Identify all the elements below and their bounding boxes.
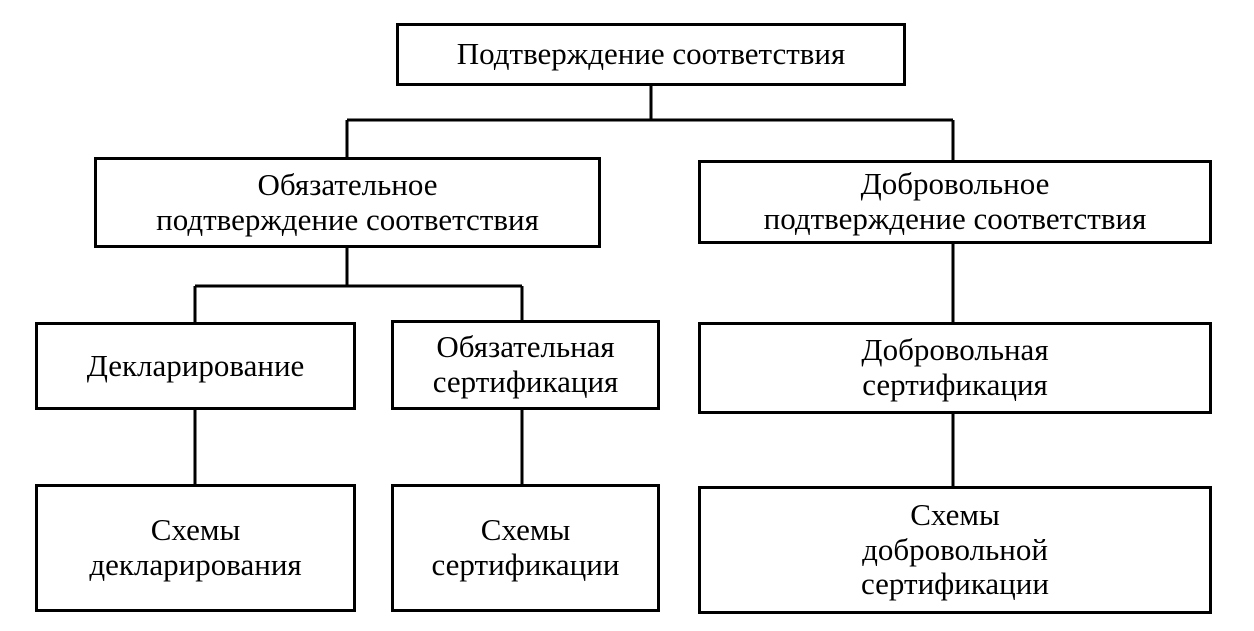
voluntary-certification-schemes-label: Схемы добровольной сертификации <box>861 496 1049 602</box>
mandatory-confirmation-box: Обязательное подтверждение соответствия <box>94 157 601 248</box>
declaration-box: Декларирование <box>35 322 356 410</box>
voluntary-certification-box: Добровольная сертификация <box>698 322 1212 414</box>
voluntary-certification-label: Добровольная сертификация <box>861 332 1049 402</box>
certification-schemes-box: Схемы сертификации <box>391 484 660 612</box>
root-label: Подтверждение соответствия <box>456 36 846 72</box>
mandatory-confirmation-label: Обязательное подтверждение соответствия <box>156 166 539 237</box>
mandatory-certification-label: Обязательная сертификация <box>432 329 619 399</box>
voluntary-confirmation-label: Добровольное подтверждение соответствия <box>763 166 1147 236</box>
mandatory-certification-box: Обязательная сертификация <box>391 320 660 410</box>
root-box: Подтверждение соответствия <box>396 23 906 86</box>
declaration-schemes-box: Схемы декларирования <box>35 484 356 612</box>
certification-schemes-label: Схемы сертификации <box>431 512 620 582</box>
declaration-label: Декларирование <box>86 347 305 383</box>
voluntary-confirmation-box: Добровольное подтверждение соответствия <box>698 160 1212 244</box>
declaration-schemes-label: Схемы декларирования <box>89 512 302 582</box>
voluntary-certification-schemes-box: Схемы добровольной сертификации <box>698 486 1212 614</box>
